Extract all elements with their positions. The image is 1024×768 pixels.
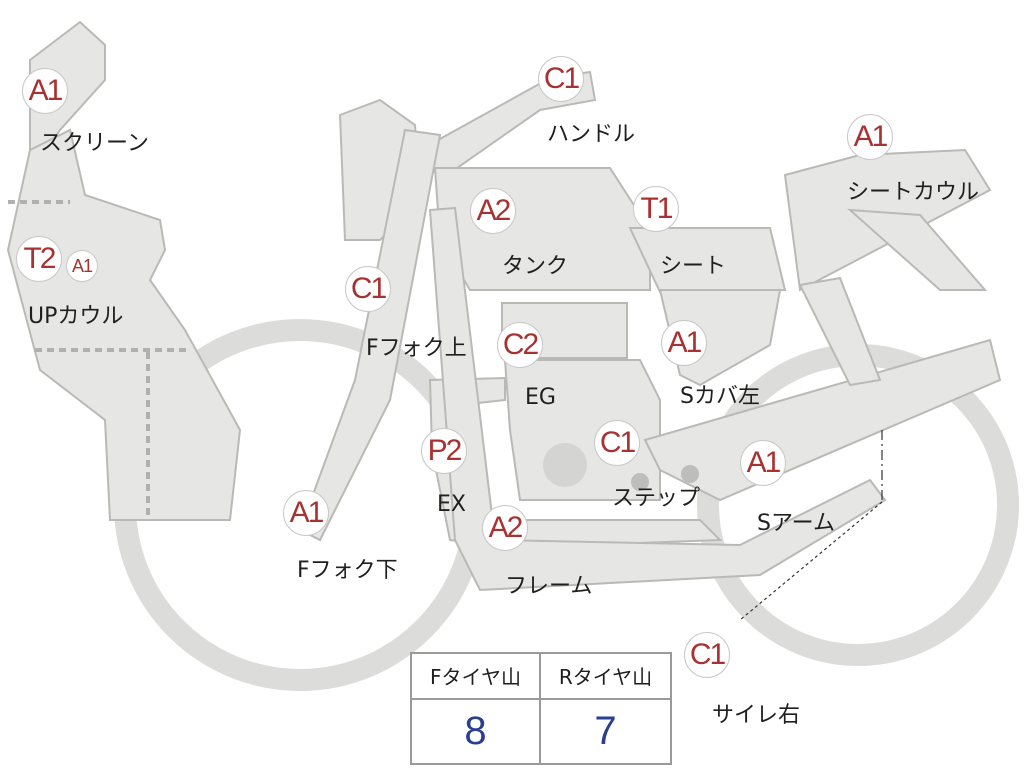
label-handle: ハンドル — [547, 122, 636, 147]
grade-badge-handle: C1 — [538, 56, 584, 102]
tail-fin-shape — [847, 208, 988, 291]
label-scover-left: Sカバ左 — [680, 384, 760, 409]
grade-badge-screen: A1 — [22, 68, 68, 114]
grade-badge-upcowl-secondary: A1 — [66, 250, 98, 282]
label-ffork-lower: Fフォク下 — [297, 558, 398, 583]
grade-badge-step: C1 — [594, 420, 640, 466]
label-upcowl: UPカウル — [28, 304, 124, 329]
engine-cover-shape — [543, 443, 587, 487]
rear-tire-value: 7 — [594, 709, 617, 753]
grade-badge-ex: P2 — [421, 428, 467, 474]
front-tire-header: Fタイヤ山 — [412, 654, 541, 700]
grade-badge-tank: A2 — [470, 188, 516, 234]
grade-badge-ffork-lower: A1 — [283, 490, 329, 536]
grade-badge-scover-left: A1 — [661, 320, 707, 366]
grade-badge-upcowl: T2 — [16, 236, 62, 282]
label-sarm: Sアーム — [757, 511, 835, 536]
tire-tread-table: Fタイヤ山 Rタイヤ山 8 7 — [410, 652, 672, 765]
label-eg: EG — [525, 385, 556, 410]
grade-badge-ffork-upper: C1 — [345, 266, 391, 312]
label-seat: シート — [660, 254, 727, 279]
rear-tire-header: Rタイヤ山 — [541, 654, 670, 700]
seat-shape — [628, 227, 787, 294]
grade-badge-frame: A2 — [482, 505, 528, 551]
grade-badge-sarm: A1 — [740, 440, 786, 486]
label-screen: スクリーン — [40, 131, 149, 156]
label-ffork-upper: Fフォク上 — [366, 336, 467, 361]
label-frame: フレーム — [505, 574, 593, 599]
grade-badge-seatcowl: A1 — [847, 114, 893, 160]
grade-badge-seat: T1 — [633, 186, 679, 232]
front-tire-value: 8 — [412, 700, 541, 763]
rear-rail-shape — [798, 276, 882, 387]
label-step: ステップ — [612, 486, 701, 511]
upcowl-shape — [6, 128, 242, 521]
grade-badge-silencer: C1 — [684, 632, 730, 678]
label-tank: タンク — [502, 254, 569, 279]
label-seatcowl: シートカウル — [847, 180, 980, 205]
label-silencer: サイレ右 — [712, 703, 801, 728]
frame-shape — [428, 206, 887, 592]
swingarm-shape — [643, 338, 1002, 502]
label-ex: EX — [437, 492, 466, 517]
grade-badge-eg: C2 — [497, 322, 543, 368]
fork-tube-shape — [298, 128, 442, 542]
